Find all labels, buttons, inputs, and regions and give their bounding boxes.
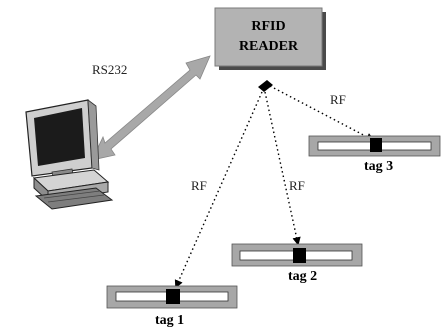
rs232-link-arrow — [91, 55, 211, 161]
rf-link-tag3 — [269, 85, 375, 141]
antenna-icon — [258, 80, 273, 92]
reader-label-line2: READER — [238, 39, 299, 54]
rf-label-tag1: RF — [191, 178, 207, 193]
tag-1 — [106, 285, 238, 309]
tag-1-label: tag 1 — [155, 313, 185, 328]
rf-link-tag2 — [264, 91, 301, 246]
rfid-reader-box — [214, 7, 326, 70]
tag-3 — [308, 135, 441, 157]
reader-label-line1: RFID — [251, 19, 286, 34]
rf-label-tag3: RF — [330, 92, 346, 107]
rs232-label: RS232 — [92, 62, 128, 77]
tag-2 — [231, 243, 363, 267]
rf-label-tag2: RF — [289, 178, 305, 193]
rf-links — [174, 85, 375, 289]
tag-3-label: tag 3 — [364, 159, 394, 174]
computer-icon — [25, 99, 114, 210]
tag-2-label: tag 2 — [288, 269, 318, 284]
